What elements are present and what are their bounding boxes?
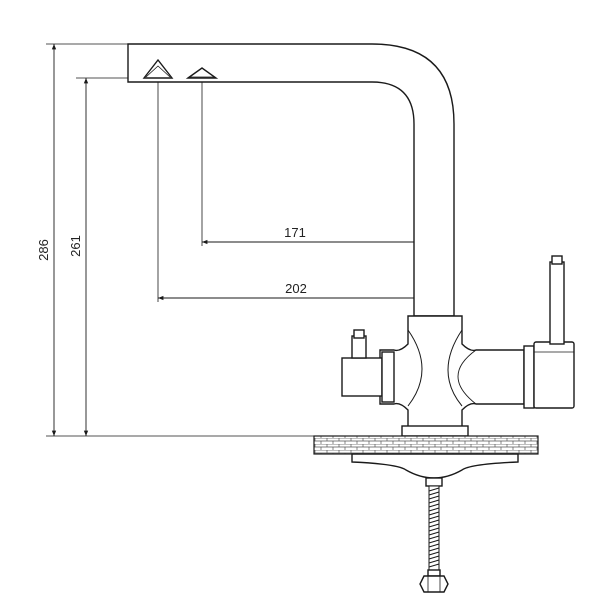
mixer-contour-right: [447, 329, 463, 407]
hose-braid-stroke: [428, 555, 440, 560]
filter-tap-collar: [381, 351, 395, 403]
mounting-nut: [425, 477, 443, 487]
hose-braid-stroke: [428, 539, 440, 544]
hose-braid-stroke: [428, 511, 440, 516]
filter-tap-body: [341, 357, 383, 397]
hose-braid: [428, 487, 440, 568]
mixer-body: [379, 315, 525, 437]
outlet-nozzle-left: [142, 58, 174, 79]
dimension-spout-height: 261: [68, 77, 150, 436]
hose-braid-stroke: [428, 551, 440, 556]
countertop: [313, 435, 539, 455]
countertop-slab: [313, 435, 539, 455]
outlet-nozzle-left-inner: [145, 65, 171, 78]
hose-braid-stroke: [428, 531, 440, 536]
mixer-housing: [379, 315, 525, 429]
spout-body: [127, 43, 455, 317]
dimension-reach-outer: 202: [157, 82, 434, 302]
hose-braid-stroke: [428, 519, 440, 524]
hose-braid-stroke: [428, 527, 440, 532]
hose-ferrule: [427, 569, 441, 577]
dimension-reach-inner: 171: [201, 82, 434, 246]
hose-braid-stroke: [428, 543, 440, 548]
supply-hose: [419, 485, 449, 593]
label-spout-height: 261: [68, 235, 83, 257]
mounting-bracket: [351, 453, 519, 487]
lever-collar: [523, 345, 535, 409]
hose-braid-stroke: [428, 515, 440, 520]
hose-braid-stroke: [428, 487, 440, 492]
hose-braid-stroke: [428, 559, 440, 564]
lever-handle: [549, 261, 565, 345]
mixer-contour-outlet: [457, 349, 477, 405]
dimension-total-height: 286: [36, 43, 314, 437]
hose-braid-stroke: [428, 547, 440, 552]
mixing-lever: [523, 255, 575, 409]
hose-braid-stroke: [428, 523, 440, 528]
spout: [127, 43, 455, 317]
mixer-base-ring: [401, 425, 469, 437]
mounting-plate: [351, 453, 519, 479]
hose-hex-nut: [419, 575, 449, 593]
filter-tap-handle: [341, 329, 395, 403]
label-total-height: 286: [36, 239, 51, 261]
filter-tap-lever-cap: [353, 329, 365, 339]
hose-braid-stroke: [428, 563, 440, 568]
label-reach-outer: 202: [285, 281, 307, 296]
label-reach-inner: 171: [284, 225, 306, 240]
hose-braid-stroke: [428, 491, 440, 496]
hose-braid-stroke: [428, 507, 440, 512]
hose-braid-stroke: [428, 503, 440, 508]
hose-braid-stroke: [428, 535, 440, 540]
lever-handle-cap: [551, 255, 563, 265]
outlet-nozzle-right: [185, 67, 219, 79]
hose-braid-stroke: [428, 495, 440, 500]
hose-braid-stroke: [428, 499, 440, 504]
filter-tap-lever: [351, 335, 367, 359]
mixer-contour-left: [407, 329, 423, 407]
